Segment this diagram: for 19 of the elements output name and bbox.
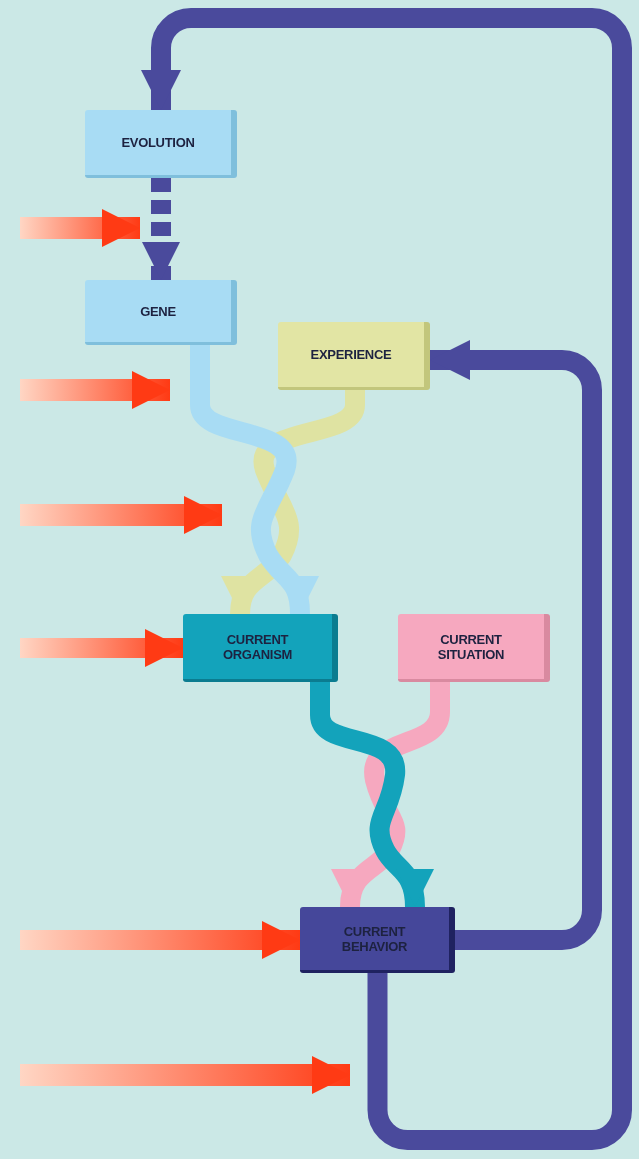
process-box (300, 907, 455, 973)
arrow (430, 340, 602, 950)
process-box (183, 614, 338, 682)
box-label: EXPERIENCE (309, 347, 393, 362)
box-label: CURRENT SITUATION (436, 631, 506, 662)
arrow (141, 8, 632, 1150)
process-box (398, 614, 550, 682)
box-label: GENE (139, 303, 177, 319)
process-box (85, 110, 237, 178)
arrow (190, 345, 318, 615)
box-label: CURRENT BEHAVIOR (340, 923, 409, 954)
box-label: EVOLUTION (120, 135, 196, 150)
influence-arrow (20, 629, 183, 667)
arrow (142, 178, 180, 280)
process-box (278, 322, 430, 390)
influence-arrow (20, 921, 300, 959)
process-box (85, 280, 237, 345)
arrow (223, 390, 365, 615)
box-label: CURRENT ORGANISM (221, 631, 294, 662)
